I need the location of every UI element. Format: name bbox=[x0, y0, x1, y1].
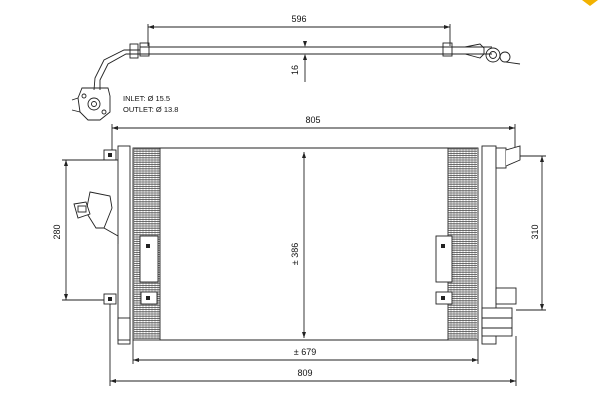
left-height-dimension bbox=[62, 159, 104, 301]
pipe-height-label: 16 bbox=[290, 65, 300, 75]
right-height-dimension bbox=[516, 155, 546, 311]
pipe-assembly bbox=[71, 24, 521, 121]
total-width-bottom-dimension bbox=[109, 304, 517, 386]
inlet-note: INLET: Ø 15.5 bbox=[123, 94, 170, 103]
corner-accent-mark bbox=[582, 0, 598, 6]
total-width-bottom-label: 809 bbox=[297, 368, 312, 378]
pipe-length-label: 596 bbox=[291, 14, 306, 24]
core-brackets bbox=[139, 235, 453, 305]
core-height-label: ± 386 bbox=[290, 243, 300, 265]
outlet-note: OUTLET: Ø 13.8 bbox=[123, 105, 178, 114]
condenser-core bbox=[132, 147, 479, 341]
core-width-label: ± 679 bbox=[294, 347, 316, 357]
pipe-bracket-right bbox=[442, 42, 453, 57]
total-width-top-dimension bbox=[111, 124, 516, 150]
bracket-bolts bbox=[108, 153, 445, 301]
fin-pattern-right bbox=[447, 148, 477, 339]
receiver-drier bbox=[481, 145, 521, 345]
core-width-dimension bbox=[132, 340, 479, 364]
left-mount-bracket bbox=[73, 191, 119, 244]
right-height-label: 310 bbox=[530, 224, 540, 239]
left-height-label: 280 bbox=[52, 224, 62, 239]
inlet-flange bbox=[77, 87, 111, 121]
outlet-fitting bbox=[485, 47, 501, 63]
left-tank bbox=[103, 145, 131, 345]
total-width-top-label: 805 bbox=[305, 115, 320, 125]
core-height-dimension bbox=[302, 152, 306, 338]
pipe-bracket-left bbox=[139, 42, 150, 57]
